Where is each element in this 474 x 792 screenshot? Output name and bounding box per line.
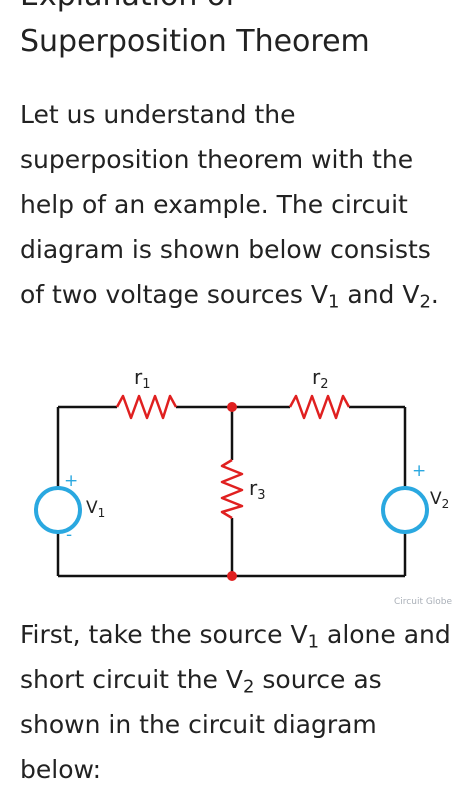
voltage-source-v1 (34, 486, 82, 534)
r1-label: r1 (134, 365, 151, 392)
v1-minus-sign: - (66, 525, 72, 545)
resistor-r2 (288, 394, 351, 420)
followup-sub-2: 2 (242, 676, 255, 698)
followup-text-3: source as shown in the circuit diagram b… (20, 665, 382, 784)
circuit-diagram: r1 r2 r3 V1 V2 + - + - (34, 365, 449, 581)
circuit-wires (56, 405, 407, 578)
intro-sub-1: 1 (327, 291, 340, 313)
r3-label: r3 (249, 476, 266, 503)
intro-text-2: and V (339, 280, 420, 309)
resistor-r1 (115, 394, 178, 420)
followup-sub-1: 1 (307, 631, 320, 653)
followup-paragraph: First, take the source V1 alone and shor… (20, 612, 460, 792)
intro-sub-2: 2 (419, 291, 431, 313)
v2-label: V2 (430, 489, 449, 511)
v2-minus-sign: - (416, 517, 422, 537)
watermark: Circuit Globe (394, 597, 453, 607)
intro-paragraph: Let us understand the superposition theo… (20, 92, 460, 317)
node-top (227, 402, 237, 412)
v1-plus-sign: + (64, 471, 78, 491)
heading-line-1: Explanation of (20, 0, 236, 14)
resistor-r3 (220, 458, 244, 520)
page-title: Superposition Theorem (20, 24, 370, 59)
intro-text-1: Let us understand the superposition theo… (20, 100, 431, 309)
intro-text-3: . (430, 280, 439, 309)
node-bottom (227, 571, 237, 581)
followup-text-2: alone and short circuit the V (20, 620, 451, 694)
v1-label: V1 (86, 498, 105, 520)
v2-plus-sign: + (412, 461, 426, 481)
followup-text-1: First, take the source V (20, 620, 308, 649)
r2-label: r2 (312, 365, 329, 392)
voltage-source-v2 (381, 486, 429, 534)
